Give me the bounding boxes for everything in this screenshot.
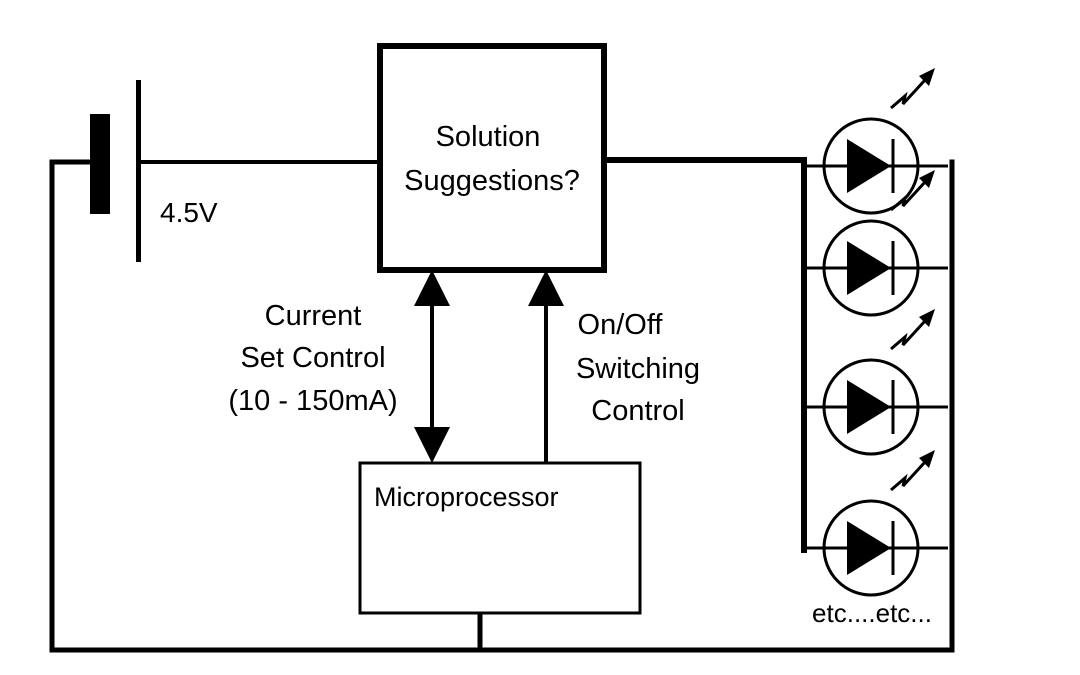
led-1: [804, 68, 948, 215]
led-3: [804, 309, 948, 456]
light-emission-icon: [890, 319, 927, 351]
led-4: [804, 450, 948, 597]
arrowhead-up: [414, 270, 450, 306]
diode-triangle-icon: [847, 139, 891, 193]
arrowhead-down: [414, 427, 450, 463]
battery-negative-plate: [90, 114, 110, 214]
light-emission-icon: [890, 460, 927, 492]
switching-control-arrow: [528, 270, 564, 463]
light-emission-icon: [890, 180, 927, 212]
switching-control-line3: Control: [591, 395, 685, 427]
switching-control-line1: On/Off: [578, 309, 664, 341]
current-control-arrow: [414, 270, 450, 463]
led-circle: [822, 219, 920, 317]
current-control-line3: (10 - 150mA): [228, 385, 397, 417]
battery-positive-plate: [136, 80, 141, 262]
arrowhead-up: [528, 270, 564, 306]
diode-triangle-icon: [847, 521, 891, 575]
diode-triangle-icon: [847, 241, 891, 295]
led-circle: [822, 117, 920, 215]
solution-box: [377, 43, 607, 273]
wires: [49, 157, 955, 653]
switching-control-line2: Switching: [576, 353, 700, 385]
led-circle: [822, 499, 920, 597]
ground-return-wire: [49, 159, 955, 653]
current-control-line2: Set Control: [240, 342, 385, 374]
led-array: [804, 68, 948, 597]
light-emission-icon: [890, 78, 927, 110]
microprocessor-box: [358, 461, 642, 615]
led-circle: [822, 358, 920, 456]
battery-symbol: [90, 80, 141, 262]
diode-triangle-icon: [847, 380, 891, 434]
solution-box-line1: Solution: [436, 121, 541, 153]
led-2: [804, 170, 948, 317]
led-continuation-label: etc....etc...: [812, 598, 932, 628]
current-control-line1: Current: [265, 300, 362, 332]
battery-voltage-label: 4.5V: [160, 197, 218, 228]
microprocessor-label: Microprocessor: [374, 482, 559, 512]
solution-box-line2: Suggestions?: [404, 165, 580, 197]
